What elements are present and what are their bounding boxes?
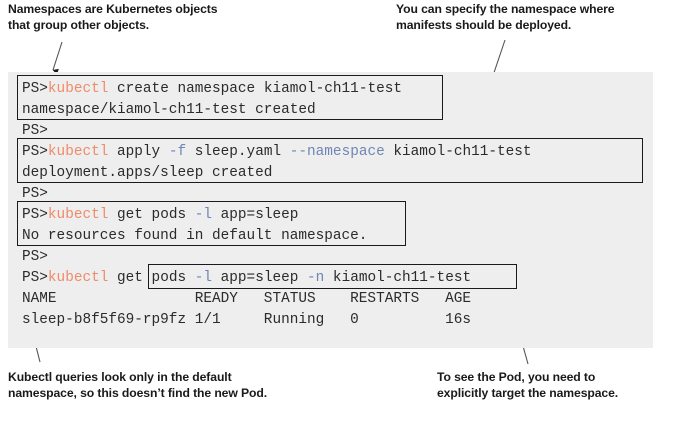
terminal-line-apply-sleep-yaml: PS>kubectl apply -f sleep.yaml --namespa… <box>22 142 532 163</box>
highlight-box-create-namespace <box>17 75 443 120</box>
callout-namespaces-are-kubernetes-objects: Namespaces are Kubernetes objects that g… <box>8 2 218 32</box>
pod-table-header-row: NAME READY STATUS RESTARTS AGE <box>22 291 472 307</box>
terminal-line-prompt-2: PS> <box>22 186 48 202</box>
shell-prompt: PS> <box>22 270 48 286</box>
kubectl-keyword: kubectl <box>47 207 109 223</box>
highlight-box-apply-namespace <box>17 138 643 183</box>
terminal-line-no-resources-found: No resources found in default namespace. <box>22 228 368 244</box>
terminal-panel[interactable]: PS>kubectl create namespace kiamol-ch11-… <box>8 72 653 348</box>
terminal-line-get-pods-namespaced: PS>kubectl get pods -l app=sleep -n kiam… <box>22 268 471 289</box>
pod-table-row: sleep-b8f5f69-rp9fz 1/1 Running 0 16s <box>22 312 472 328</box>
terminal-line-get-pods-default: PS>kubectl get pods -l app=sleep <box>22 205 298 226</box>
highlight-box-namespaced-query <box>148 264 517 289</box>
flag-namespace-short: -n <box>307 270 325 286</box>
shell-prompt: PS> <box>22 81 48 97</box>
callout-specify-namespace-for-manifests: You can specify the namespace where mani… <box>396 2 615 32</box>
shell-prompt: PS> <box>22 207 48 223</box>
kubectl-keyword: kubectl <box>47 270 109 286</box>
command-arguments: app=sleep <box>212 270 308 286</box>
callout-kubectl-default-namespace: Kubectl queries look only in the default… <box>8 370 268 400</box>
command-arguments: kiamol-ch11-test <box>324 270 472 286</box>
terminal-line-prompt-1: PS> <box>22 123 48 139</box>
command-arguments: app=sleep <box>212 207 299 223</box>
command-arguments: get pods <box>108 207 195 223</box>
command-arguments: create namespace kiamol-ch11-test <box>108 81 402 97</box>
command-arguments: kiamol-ch11-test <box>384 144 532 160</box>
highlight-box-get-pods-default <box>17 201 406 246</box>
flag-namespace: --namespace <box>289 144 385 160</box>
command-arguments: get pods <box>108 270 195 286</box>
flag-selector: -l <box>194 207 213 223</box>
shell-prompt: PS> <box>22 144 48 160</box>
terminal-line-deployment-created: deployment.apps/sleep created <box>22 165 273 181</box>
terminal-line-create-namespace: PS>kubectl create namespace kiamol-ch11-… <box>22 79 402 100</box>
flag-selector: -l <box>194 270 213 286</box>
callout-explicitly-target-namespace: To see the Pod, you need to explicitly t… <box>437 370 619 400</box>
leader-line-top-left <box>52 41 63 75</box>
flag-file: -f <box>168 144 187 160</box>
terminal-line-prompt-3: PS> <box>22 249 48 265</box>
kubectl-keyword: kubectl <box>47 144 109 160</box>
terminal-line-namespace-created: namespace/kiamol-ch11-test created <box>22 102 316 118</box>
kubectl-keyword: kubectl <box>47 81 109 97</box>
command-arguments: apply <box>108 144 169 160</box>
command-arguments: sleep.yaml <box>186 144 290 160</box>
